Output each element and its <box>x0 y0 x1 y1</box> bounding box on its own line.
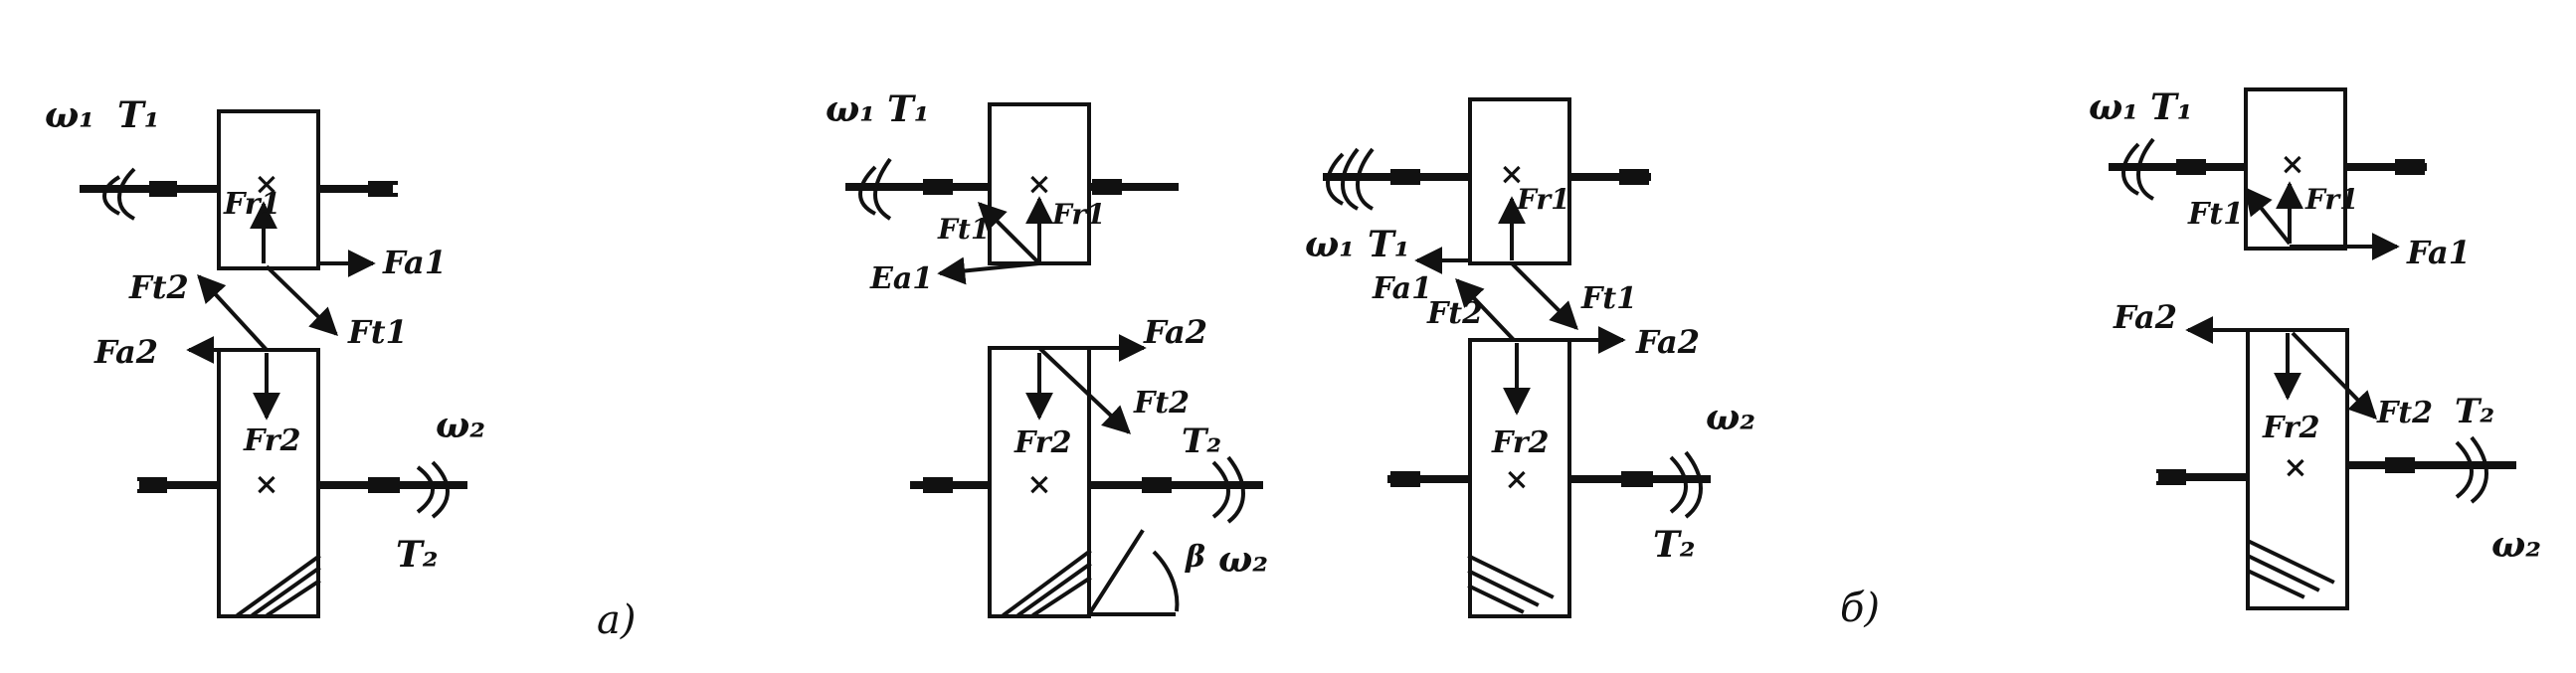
svg-text:Fr2: Fr2 <box>1013 425 1071 460</box>
arrow-ft1 <box>265 264 339 336</box>
svg-text:×: × <box>254 467 278 502</box>
svg-text:T₁: T₁ <box>1368 224 1410 265</box>
arrow-ft2 <box>197 273 269 352</box>
svg-text:ω₁: ω₁ <box>826 88 875 130</box>
svg-text:Fa1: Fa1 <box>2406 234 2471 271</box>
svg-text:Ft1: Ft1 <box>937 213 990 246</box>
svg-text:Fr2: Fr2 <box>243 423 300 458</box>
svg-text:Fa2: Fa2 <box>2113 298 2177 336</box>
caption-a: a) <box>597 597 636 643</box>
svg-text:β: β <box>1185 540 1205 575</box>
svg-text:×: × <box>1026 167 1051 202</box>
svg-text:T₂: T₂ <box>1182 421 1221 461</box>
svg-text:Fr2: Fr2 <box>2262 411 2319 445</box>
svg-text:T₁: T₁ <box>887 88 930 130</box>
panel-a-right: × × ω₁ T₁ Fr1 Ft1 Ea1 Fa2 Ft2 Fr2 T₂ β ω… <box>826 88 1268 618</box>
svg-text:T₂: T₂ <box>2455 392 2494 431</box>
svg-text:Fr1: Fr1 <box>2304 183 2359 216</box>
svg-text:Fr1: Fr1 <box>1051 198 1106 231</box>
svg-text:ω₁: ω₁ <box>1305 224 1355 265</box>
svg-text:Fr1: Fr1 <box>223 187 280 222</box>
svg-text:×: × <box>2280 147 2304 182</box>
svg-text:Ea1: Ea1 <box>869 261 933 296</box>
svg-text:Fa2: Fa2 <box>1143 313 1207 351</box>
panel-a-left: × × ω₁ T₁ Fr1 Fa1 Ft2 Ft1 Fa2 Fr2 ω₂ T₂ … <box>45 94 636 643</box>
svg-text:ω₂: ω₂ <box>2491 524 2541 566</box>
svg-text:ω₁: ω₁ <box>2089 86 2138 128</box>
svg-text:Ft1: Ft1 <box>1580 281 1637 316</box>
gear1-body <box>1468 97 1571 265</box>
svg-text:×: × <box>2283 450 2307 485</box>
svg-text:Ft2: Ft2 <box>128 268 189 306</box>
panel-b-right: × × ω₁ T₁ Fr1 Ft1 Fa1 Fa2 Fr2 Ft2 T₂ ω₂ <box>2089 86 2541 610</box>
svg-text:Ft1: Ft1 <box>347 313 408 351</box>
center-mark: × <box>254 167 278 202</box>
svg-text:T₁: T₁ <box>117 94 160 136</box>
svg-text:Fa2: Fa2 <box>1635 323 1700 361</box>
svg-text:ω₂: ω₂ <box>1218 539 1268 581</box>
gear2-body <box>1468 338 1571 618</box>
svg-text:Fa1: Fa1 <box>1372 271 1432 306</box>
svg-text:Fa1: Fa1 <box>382 244 447 281</box>
panel-b-left: × × Fr1 ω₁ T₁ Fa1 Ft2 Ft1 Fa2 Fr2 ω₂ T₂ … <box>1305 97 1880 631</box>
svg-text:Ft2: Ft2 <box>1426 296 1483 331</box>
svg-text:Fr1: Fr1 <box>1516 183 1570 216</box>
svg-text:×: × <box>1499 157 1524 192</box>
svg-text:Ft1: Ft1 <box>2187 197 2244 232</box>
svg-text:T₂: T₂ <box>396 534 439 576</box>
svg-text:Ft2: Ft2 <box>2376 396 2433 430</box>
svg-text:ω₂: ω₂ <box>436 405 485 446</box>
svg-text:Ft2: Ft2 <box>1133 386 1190 421</box>
svg-text:T₂: T₂ <box>1653 524 1696 566</box>
caption-b: б) <box>1840 586 1880 631</box>
svg-text:Fa2: Fa2 <box>93 333 158 371</box>
svg-text:ω₂: ω₂ <box>1706 397 1755 438</box>
svg-text:T₁: T₁ <box>2150 86 2193 128</box>
svg-text:×: × <box>1026 467 1051 502</box>
svg-text:ω₁: ω₁ <box>45 94 94 136</box>
svg-text:Fr2: Fr2 <box>1491 425 1549 460</box>
svg-text:×: × <box>1504 462 1529 497</box>
